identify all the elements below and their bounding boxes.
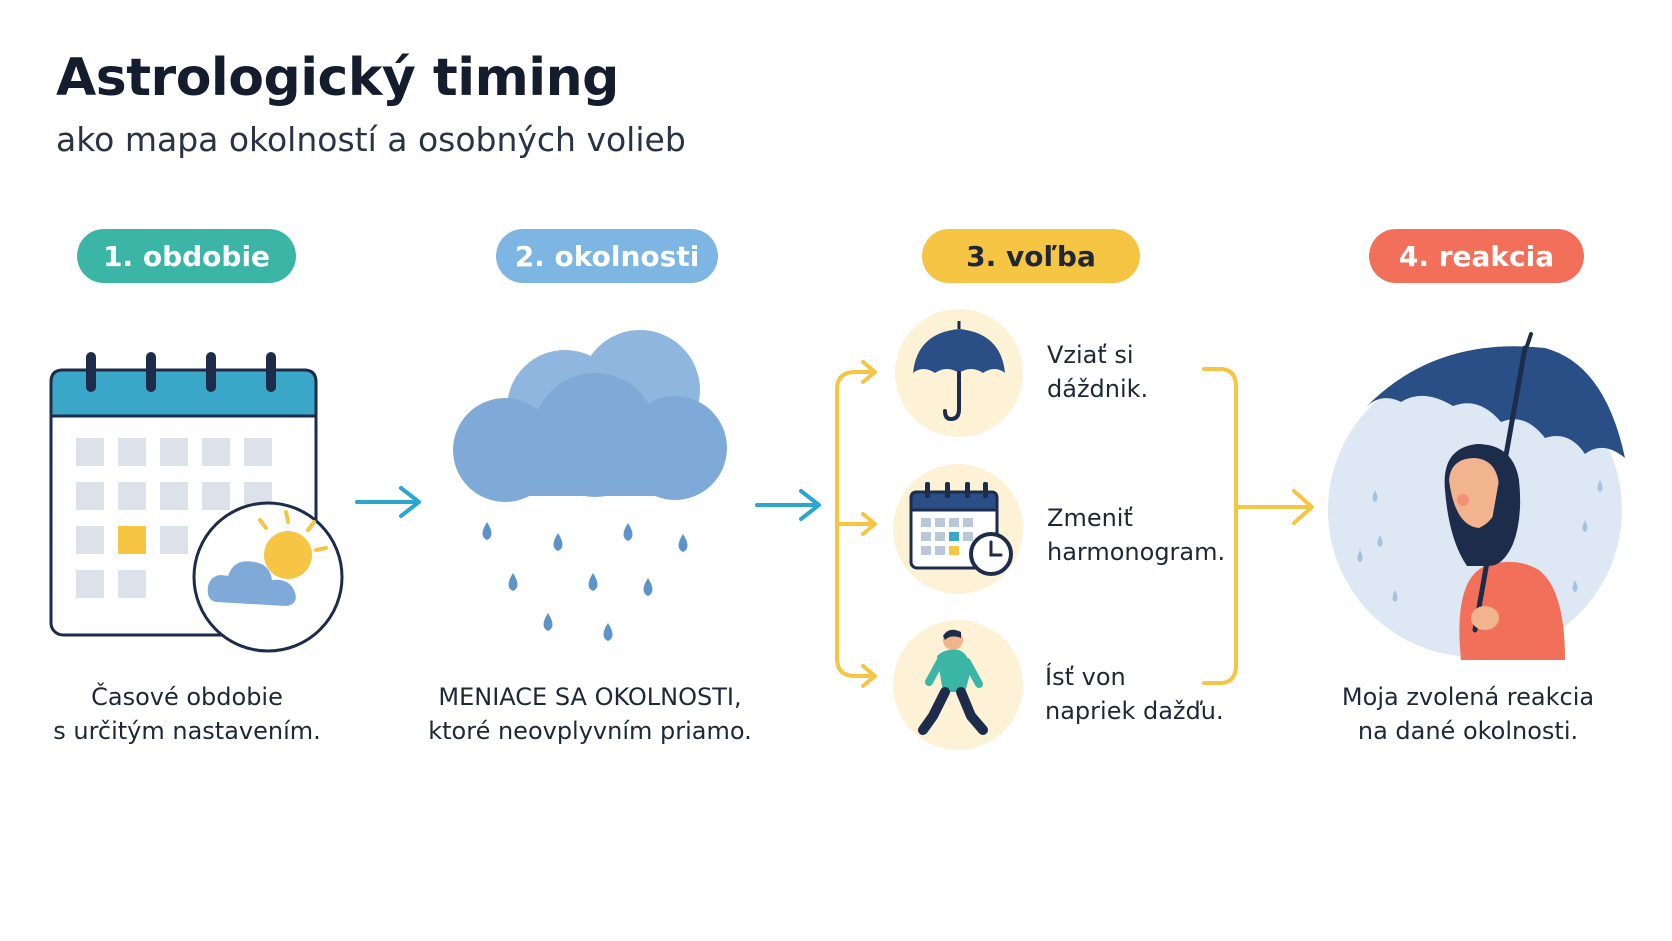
step-1-caption: Časové obdobie s určitým nastavením. [53,683,321,745]
step-2-pill: 2. okolnosti [496,229,718,283]
step-1-pill: 1. obdobie [77,229,296,283]
option-walking-person-icon [893,620,1023,750]
step-2-caption: MENIACE SA OKOLNOSTI, ktoré neovplyvním … [428,683,752,745]
page-subtitle: ako mapa okolností a osobných volieb [56,120,686,159]
calendar-weather-icon [49,352,344,653]
option-umbrella-icon [895,309,1023,437]
option-3-label: Ísť von napriek dažďu. [1045,663,1224,725]
option-2-label: Zmeniť harmonogram. [1047,504,1226,566]
step-3-pill: 3. voľba [922,229,1140,283]
page-title: Astrologický timing [56,48,619,108]
arrow-2-icon [755,489,821,521]
step-4-caption: Moja zvolená reakcia na dané okolnosti. [1341,683,1595,745]
arrow-1-icon [355,486,421,518]
merge-right-bracket [1202,367,1314,685]
step-4-pill: 4. reakcia [1369,229,1584,283]
branch-left-bracket [835,360,877,688]
option-calendar-clock-icon [893,464,1023,594]
rain-cloud-icon [453,330,727,641]
woman-with-umbrella-icon [1328,332,1625,660]
option-1-label: Vziať si dáždnik. [1047,341,1149,403]
